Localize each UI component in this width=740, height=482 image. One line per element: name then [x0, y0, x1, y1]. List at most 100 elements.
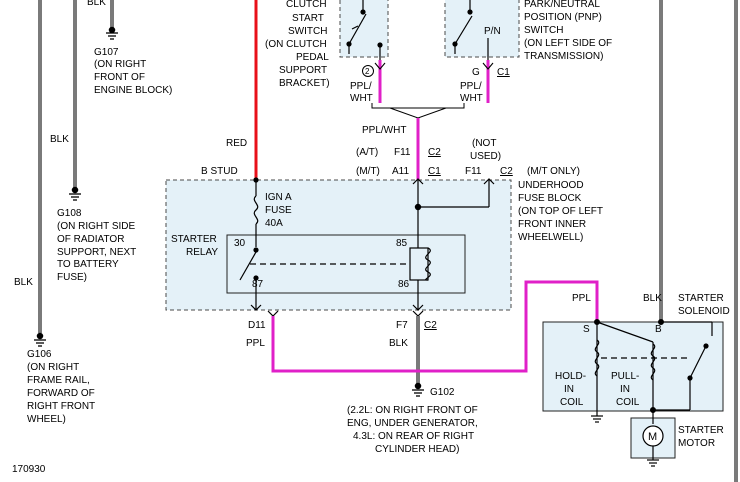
clutch-pin: 2 — [365, 67, 370, 76]
g108-line-6: FUSE) — [57, 272, 87, 283]
g107-line-2: (ON RIGHT — [94, 59, 146, 70]
clutch-switch-box — [339, 0, 389, 58]
g108-ground-icon — [69, 186, 81, 201]
g106-line-6: WHEEL) — [27, 414, 66, 425]
diagram-id: 170930 — [12, 464, 46, 475]
pnp-switch-contact — [452, 0, 489, 60]
fuse-block-internal-wiring — [239, 178, 495, 317]
g107-wire-label: BLK — [87, 0, 106, 8]
g102-line-4: CYLINDER HEAD) — [375, 444, 459, 455]
relay-label-1: STARTER — [171, 234, 217, 245]
g106-line-3: FRAME RAIL, — [27, 375, 90, 386]
hold-line-2: IN — [564, 384, 574, 395]
solenoid-b-label: B — [655, 324, 662, 335]
pin-85: 85 — [396, 238, 408, 249]
d11-label: D11 — [248, 320, 266, 331]
fuse-block-desc-4: FRONT INNER — [518, 219, 586, 230]
fuse-line-3: 40A — [265, 218, 283, 229]
g102-line-1: (2.2L: ON RIGHT FRONT OF — [347, 405, 478, 416]
pnp-wire-2: WHT — [460, 93, 483, 104]
f11b-label: F11 — [465, 166, 482, 177]
pnp-line-2: POSITION (PNP) — [524, 12, 602, 23]
g108-wire-label: BLK — [50, 134, 69, 145]
motor-label-1: STARTER — [678, 425, 724, 436]
g106-ground-icon — [34, 332, 46, 347]
ppl-label-bottom: PPL — [246, 338, 265, 349]
solenoid-blk-label: BLK — [643, 293, 662, 304]
g108-labels: BLK G108 (ON RIGHT SIDE OF RADIATOR SUPP… — [50, 134, 136, 283]
b-stud-label: B STUD — [201, 166, 238, 177]
clutch-wire-2: WHT — [350, 93, 373, 104]
c2-label: C2 — [428, 147, 441, 158]
hold-line-1: HOLD- — [555, 371, 586, 382]
clutch-line-2: START — [292, 13, 324, 24]
not-used-line-1: (NOT — [472, 138, 496, 149]
motor-symbol: M — [648, 431, 657, 443]
pull-line-2: IN — [620, 384, 630, 395]
relay-label-2: RELAY — [186, 247, 218, 258]
clutch-line-5: PEDAL — [296, 52, 329, 63]
fuse-line-2: FUSE — [265, 205, 292, 216]
g108-line-2: (ON RIGHT SIDE — [57, 221, 135, 232]
pnp-line-3: SWITCH — [524, 25, 563, 36]
solenoid-ppl-label: PPL — [572, 293, 591, 304]
g102-line-3: 4.3L: ON REAR OF RIGHT — [353, 431, 474, 442]
fuse-block-desc-1: UNDERHOOD — [518, 180, 584, 191]
g106-labels: BLK G106 (ON RIGHT FRAME RAIL, FORWARD O… — [14, 277, 95, 425]
motor-labels: M STARTER MOTOR — [648, 425, 724, 449]
g108-line-3: OF RADIATOR — [57, 234, 124, 245]
g106-line-2: (ON RIGHT — [27, 362, 79, 373]
g107-labels: BLK G107 (ON RIGHT FRONT OF ENGINE BLOCK… — [87, 0, 172, 96]
pnp-pin-g: G — [472, 67, 480, 78]
hold-line-3: COIL — [560, 397, 584, 408]
pin-circle-icon — [362, 65, 374, 77]
g106-wire-label: BLK — [14, 277, 33, 288]
solenoid-s-label: S — [583, 324, 590, 335]
fuse-line-1: IGN A — [265, 192, 292, 203]
g106-line-1: G106 — [27, 349, 52, 360]
splice-bracket — [371, 103, 465, 109]
g108-line-5: TO BATTERY — [57, 259, 119, 270]
pin-86: 86 — [398, 279, 410, 290]
mt-label: (M/T) — [356, 166, 380, 177]
solenoid-internal-wiring — [591, 319, 713, 467]
pnp-line-1: PARK/NEUTRAL — [524, 0, 600, 10]
clutch-line-3: SWITCH — [288, 26, 327, 37]
g102-labels: G102 (2.2L: ON RIGHT FRONT OF ENG, UNDER… — [347, 387, 478, 455]
g107-ground-icon — [106, 26, 118, 40]
g108-line-1: G108 — [57, 208, 82, 219]
pnp-line-5: TRANSMISSION) — [524, 51, 603, 62]
pull-line-1: PULL- — [611, 371, 639, 382]
pin-87: 87 — [252, 279, 264, 290]
g102-label: G102 — [430, 387, 455, 398]
f11-label: F11 — [394, 147, 411, 158]
g106-line-4: FORWARD OF — [27, 388, 95, 399]
ppl-wire-to-solenoid — [271, 280, 599, 373]
at-label: (A/T) — [356, 147, 378, 158]
pnp-pin-c1: C1 — [497, 67, 510, 78]
c1-label: C1 — [428, 166, 441, 177]
g108-line-4: SUPPORT, NEXT — [57, 247, 136, 258]
g102-line-2: ENG, UNDER GENERATOR, — [347, 418, 478, 429]
clutch-line-6: SUPPORT — [279, 65, 327, 76]
splice-join — [389, 107, 447, 119]
pin-30: 30 — [234, 238, 246, 249]
g107-line-4: ENGINE BLOCK) — [94, 85, 172, 96]
fuse-block-labels: RED B STUD PPL/WHT (A/T) (M/T) F11 C2 A1… — [171, 125, 603, 349]
motor-label-2: MOTOR — [678, 438, 715, 449]
a11-label: A11 — [392, 166, 409, 177]
c2b-label: C2 — [500, 166, 513, 177]
pnp-line-4: (ON LEFT SIDE OF — [524, 38, 612, 49]
g107-line-3: FRONT OF — [94, 72, 145, 83]
not-used-line-2: USED) — [470, 151, 501, 162]
solenoid-title-2: SOLENOID — [678, 306, 730, 317]
c2c-label: C2 — [424, 320, 437, 331]
g106-line-5: RIGHT FRONT — [27, 401, 95, 412]
pnp-contact-label: P/N — [484, 26, 501, 37]
mt-only-label: (M/T ONLY) — [527, 166, 580, 177]
solenoid-title-1: STARTER — [678, 293, 724, 304]
g102-ground-icon — [412, 382, 424, 397]
fuse-block-desc-3: (ON TOP OF LEFT — [518, 206, 603, 217]
